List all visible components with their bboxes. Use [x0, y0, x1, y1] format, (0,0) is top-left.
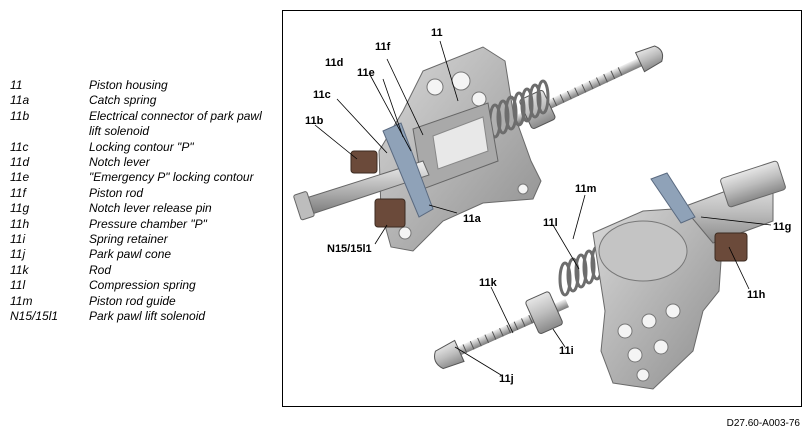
upper-assembly: [293, 45, 664, 252]
figure-frame: 11 11f 11d 11e 11c 11b 11a N15/15l1 11m …: [282, 10, 802, 407]
legend-code: 11: [10, 78, 23, 92]
legend-row: 11i Spring retainer: [10, 232, 276, 247]
legend-code: 11f: [10, 185, 26, 200]
legend-code: 11e: [10, 170, 30, 185]
callout-11g: 11g: [773, 221, 792, 233]
legend-row: N15/15l1 Park pawl lift solenoid: [10, 309, 276, 324]
legend-desc: Electrical connector of park pawl lift s…: [89, 108, 262, 139]
legend-desc: Pressure chamber "P": [89, 216, 207, 231]
legend-row: 11j Park pawl cone: [10, 247, 276, 262]
legend-code: 11k: [10, 262, 29, 277]
legend-desc: Piston rod: [89, 185, 144, 200]
lower-rod: [434, 291, 569, 370]
legend-row: 11c Locking contour "P": [10, 140, 276, 155]
callout-N15-15l1: N15/15l1: [327, 243, 372, 255]
legend-code: 11c: [10, 139, 29, 154]
legend-code: 11h: [10, 216, 30, 231]
lower-assembly: [434, 160, 786, 390]
callout-11b: 11b: [305, 115, 324, 127]
legend-row: 11 Piston housing: [10, 78, 276, 93]
legend-desc: Notch lever: [89, 155, 150, 170]
legend-desc: "Emergency P" locking contour: [89, 170, 254, 185]
legend-code: 11b: [10, 108, 30, 123]
callout-11j: 11j: [499, 373, 514, 385]
callout-11l: 11l: [543, 217, 558, 229]
lower-spring: [558, 245, 604, 297]
callout-11a: 11a: [463, 213, 481, 225]
legend-row: 11d Notch lever: [10, 155, 276, 170]
park-pawl-assembly-illustration: [293, 40, 786, 390]
legend-desc: Spring retainer: [89, 232, 168, 247]
callout-11: 11: [431, 27, 443, 39]
leader-lines: [314, 40, 772, 376]
legend-row: 11k Rod: [10, 263, 276, 278]
legend-desc: Park pawl cone: [89, 247, 172, 262]
callout-11m: 11m: [575, 183, 597, 195]
figure-reference-code: D27.60-A003-76: [726, 418, 800, 429]
legend-row: 11m Piston rod guide: [10, 294, 276, 309]
legend-desc: Notch lever release pin: [89, 201, 212, 216]
legend-row: 11b Electrical connector of park pawl lif…: [10, 109, 276, 140]
callout-11k: 11k: [479, 277, 497, 289]
legend: 11 Piston housing 11a Catch spring 11b Elec…: [10, 78, 276, 325]
legend-row: 11h Pressure chamber "P": [10, 217, 276, 232]
legend-row: 11a Catch spring: [10, 93, 276, 108]
legend-code: 11a: [10, 93, 30, 108]
callout-11f: 11f: [375, 41, 391, 53]
legend-code: 11j: [10, 247, 26, 262]
callout-11c: 11c: [313, 89, 331, 101]
legend-row: 11e "Emergency P" locking contour: [10, 170, 276, 185]
legend-desc: Piston rod guide: [89, 293, 176, 308]
legend-code: 11d: [10, 155, 30, 170]
legend-code: N15/15l1: [10, 309, 59, 324]
legend-desc: Rod: [89, 262, 112, 277]
legend-code: 11g: [10, 201, 30, 216]
callout-11d: 11d: [325, 57, 344, 69]
legend-row: 11f Piston rod: [10, 186, 276, 201]
legend-desc: Piston housing: [89, 78, 168, 92]
legend-code: 11l: [10, 278, 26, 293]
legend-desc: Locking contour "P": [89, 139, 194, 154]
legend-code: 11i: [10, 232, 26, 247]
legend-row: 11l Compression spring: [10, 278, 276, 293]
legend-row: 11g Notch lever release pin: [10, 201, 276, 216]
callout-11i: 11i: [559, 345, 574, 357]
legend-desc: Compression spring: [89, 278, 196, 293]
legend-desc: Catch spring: [89, 93, 157, 108]
legend-code: 11m: [10, 293, 33, 308]
callout-11e: 11e: [357, 67, 375, 79]
callout-11h: 11h: [747, 289, 766, 301]
legend-desc: Park pawl lift solenoid: [89, 309, 206, 324]
